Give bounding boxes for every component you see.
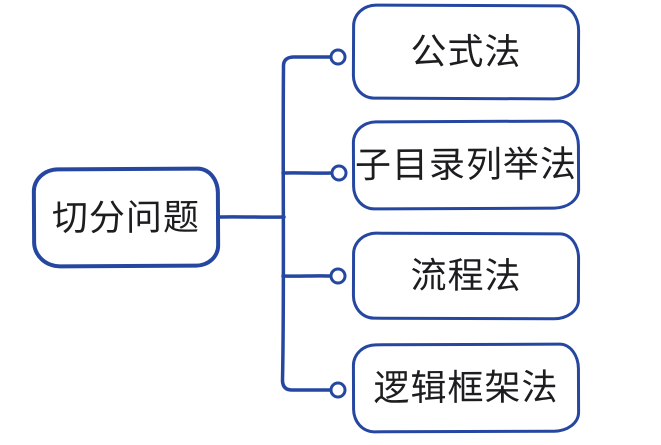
root-node-label: 切分问题: [51, 196, 201, 238]
child-node-label: 公式法: [410, 30, 522, 73]
child-node-subdirectory-enumeration-method[interactable]: 子目录列举法: [351, 119, 581, 211]
root-node[interactable]: 切分问题: [31, 166, 221, 269]
child-node-formula-method[interactable]: 公式法: [351, 3, 581, 101]
child-node-label: 流程法: [410, 254, 522, 297]
branch-junction-dot: [329, 48, 347, 66]
child-node-process-method[interactable]: 流程法: [351, 231, 581, 321]
branch-junction-dot: [329, 381, 347, 399]
branch-junction-dot: [329, 267, 347, 285]
child-node-logical-framework-method[interactable]: 逻辑框架法: [351, 342, 581, 434]
branch-junction-dot: [330, 164, 348, 182]
child-node-label: 子目录列举法: [354, 143, 578, 186]
trunk-line: [280, 55, 332, 392]
child-node-label: 逻辑框架法: [373, 366, 559, 409]
